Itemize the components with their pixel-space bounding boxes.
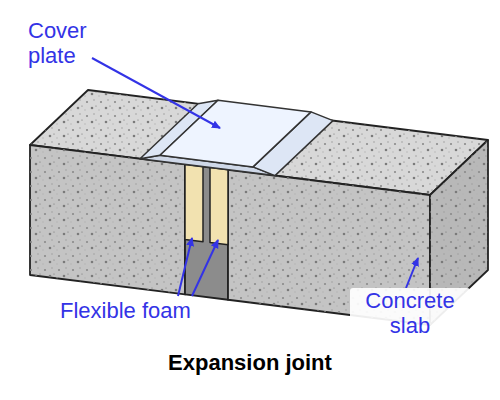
part-label: Flexible foam [60, 298, 230, 323]
flexible-foam [185, 164, 228, 244]
cover-plate [140, 100, 333, 175]
leader-arrows [92, 58, 418, 296]
part-label: Concrete slab [350, 288, 470, 338]
caption: Expansion joint [0, 350, 500, 376]
part-label: Cover plate [28, 18, 108, 68]
